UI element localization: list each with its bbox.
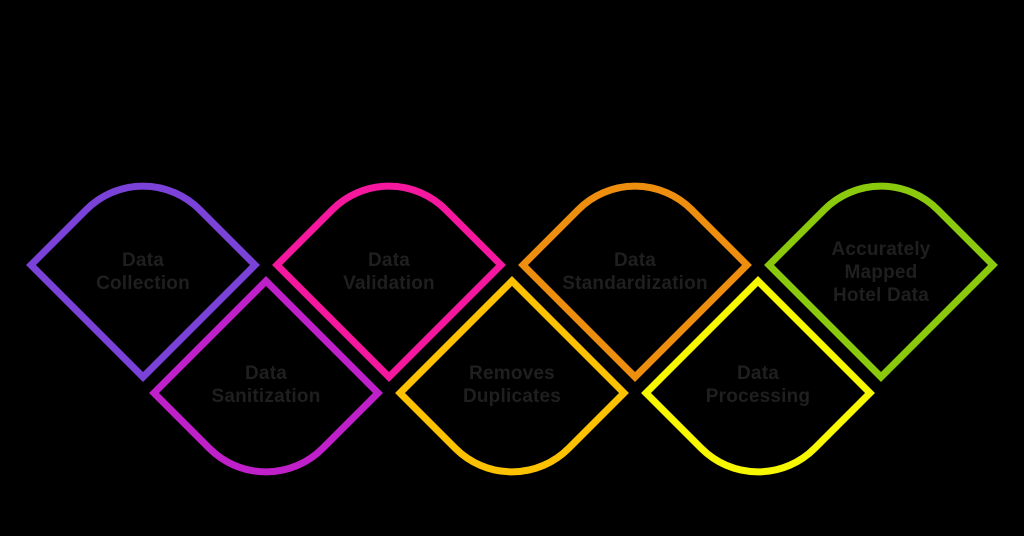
stage-label-data-collection: Data Collection <box>96 250 190 294</box>
stage-shape-data-standardization <box>518 182 752 382</box>
stage-shape-data-collection <box>26 182 260 382</box>
stage-shape-accurately-mapped-hotel-data <box>764 182 998 382</box>
stage-label-accurately-mapped-hotel-data: Accurately Mapped Hotel Data <box>831 238 931 306</box>
stage-label-data-standardization: Data Standardization <box>562 250 708 294</box>
stage-label-removes-duplicates: Removes Duplicates <box>462 363 562 407</box>
stage-shape-removes-duplicates <box>395 276 629 476</box>
stage-label-data-sanitization: Data Sanitization <box>211 363 321 407</box>
stage-shape-data-processing <box>641 276 875 476</box>
stage-label-data-processing: Data Processing <box>705 363 811 407</box>
stage-shape-data-validation <box>272 182 506 382</box>
stage-label-data-validation: Data Validation <box>343 250 435 294</box>
stage-shape-data-sanitization <box>149 276 383 476</box>
